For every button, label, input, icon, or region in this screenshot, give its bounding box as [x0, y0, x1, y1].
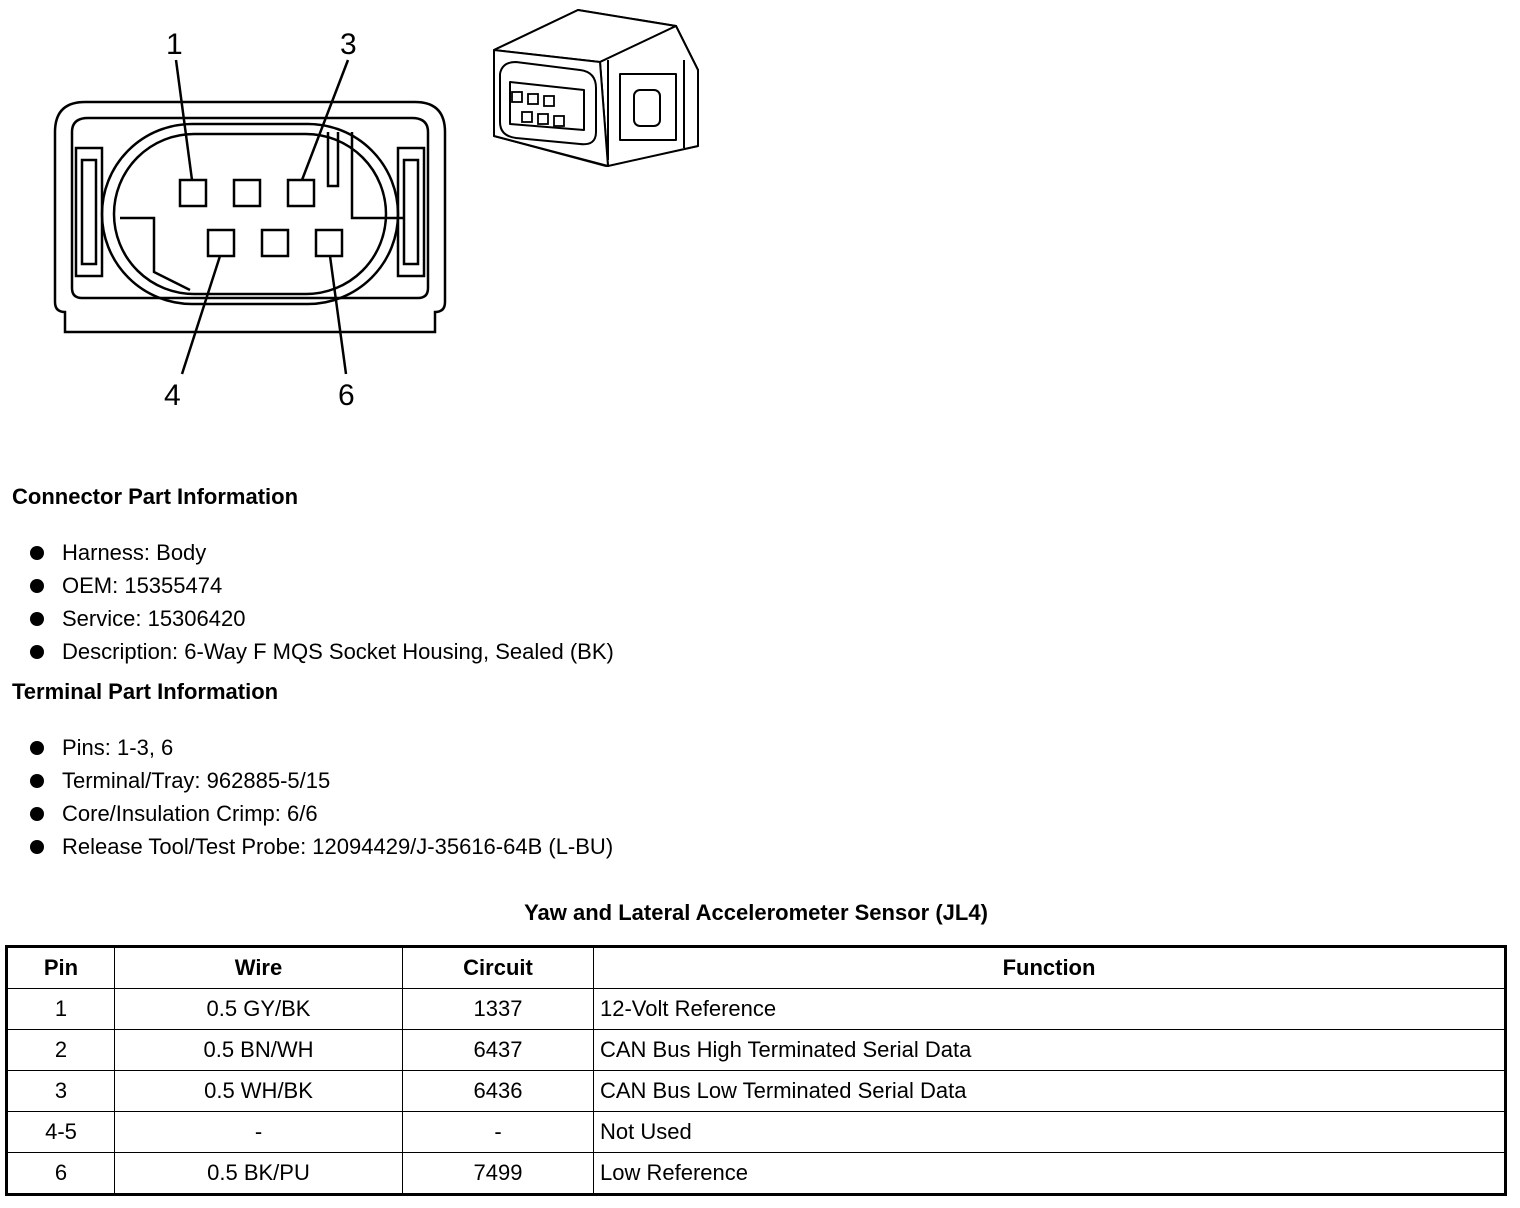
cell-wire: - — [114, 1111, 403, 1153]
connector-face-diagram: 1 3 4 6 — [53, 28, 447, 412]
cell-wire: 0.5 WH/BK — [114, 1070, 403, 1112]
cell-wire: 0.5 BK/PU — [114, 1152, 403, 1195]
cell-circuit: 1337 — [402, 988, 594, 1030]
bullet-icon — [30, 806, 44, 821]
list-item: Description: 6-Way F MQS Socket Housing,… — [30, 635, 614, 668]
bullet-icon — [30, 611, 44, 626]
housing-inner-outline — [70, 116, 430, 300]
pin-label-4: 4 — [164, 379, 181, 412]
cavity-2 — [232, 178, 262, 208]
cell-circuit: 7499 — [402, 1152, 594, 1195]
terminal-part-info-heading: Terminal Part Information — [12, 679, 279, 704]
pin-label-6: 6 — [338, 379, 355, 412]
cell-circuit: - — [402, 1111, 594, 1153]
cavity-5 — [260, 228, 290, 258]
bullet-icon — [30, 545, 44, 560]
pinout-table: Pin Wire Circuit Function 1 0.5 GY/BK 13… — [5, 945, 1507, 1196]
mating-oval — [100, 122, 400, 306]
cell-pin: 4-5 — [6, 1111, 115, 1153]
cavity-1 — [178, 178, 208, 208]
bullet-icon — [30, 839, 44, 854]
terminal-part-info-list: Pins: 1-3, 6 Terminal/Tray: 962885-5/15 … — [30, 731, 613, 863]
header-circuit: Circuit — [402, 946, 594, 989]
cell-function: Not Used — [593, 1111, 1506, 1153]
pinout-table-title: Yaw and Lateral Accelerometer Sensor (JL… — [524, 900, 988, 925]
header-pin: Pin — [6, 946, 115, 989]
list-item: Service: 15306420 — [30, 602, 614, 635]
pin-label-1: 1 — [166, 28, 183, 61]
table-row: 6 0.5 BK/PU 7499 Low Reference — [6, 1152, 1506, 1195]
table-header-row: Pin Wire Circuit Function — [6, 946, 1506, 989]
cell-pin: 6 — [6, 1152, 115, 1195]
cavity-6 — [314, 228, 344, 258]
connector-part-info-list: Harness: Body OEM: 15355474 Service: 153… — [30, 536, 614, 668]
cell-circuit: 6437 — [402, 1029, 594, 1071]
table-row: 4-5 - - Not Used — [6, 1111, 1506, 1153]
table-row: 1 0.5 GY/BK 1337 12-Volt Reference — [6, 988, 1506, 1030]
connector-3d-illustration — [493, 9, 699, 167]
cell-function: CAN Bus Low Terminated Serial Data — [593, 1070, 1506, 1112]
cell-pin: 3 — [6, 1070, 115, 1112]
header-function: Function — [593, 946, 1506, 989]
list-item: Harness: Body — [30, 536, 614, 569]
table-row: 3 0.5 WH/BK 6436 CAN Bus Low Terminated … — [6, 1070, 1506, 1112]
pin-label-3: 3 — [340, 28, 357, 61]
table-row: 2 0.5 BN/WH 6437 CAN Bus High Terminated… — [6, 1029, 1506, 1071]
cell-function: CAN Bus High Terminated Serial Data — [593, 1029, 1506, 1071]
cell-wire: 0.5 BN/WH — [114, 1029, 403, 1071]
list-item: Pins: 1-3, 6 — [30, 731, 613, 764]
cavity-4 — [206, 228, 236, 258]
bullet-icon — [30, 578, 44, 593]
housing-outline — [53, 100, 447, 334]
list-item: Terminal/Tray: 962885-5/15 — [30, 764, 613, 797]
list-item: Core/Insulation Crimp: 6/6 — [30, 797, 613, 830]
bullet-icon — [30, 644, 44, 659]
list-item: Release Tool/Test Probe: 12094429/J-3561… — [30, 830, 613, 863]
cell-pin: 2 — [6, 1029, 115, 1071]
list-item: OEM: 15355474 — [30, 569, 614, 602]
header-wire: Wire — [114, 946, 403, 989]
cell-wire: 0.5 GY/BK — [114, 988, 403, 1030]
cavity-3 — [286, 178, 316, 208]
cell-circuit: 6436 — [402, 1070, 594, 1112]
cell-function: Low Reference — [593, 1152, 1506, 1195]
cell-function: 12-Volt Reference — [593, 988, 1506, 1030]
connector-part-info-heading: Connector Part Information — [12, 484, 299, 509]
bullet-icon — [30, 740, 44, 755]
bullet-icon — [30, 773, 44, 788]
cell-pin: 1 — [6, 988, 115, 1030]
